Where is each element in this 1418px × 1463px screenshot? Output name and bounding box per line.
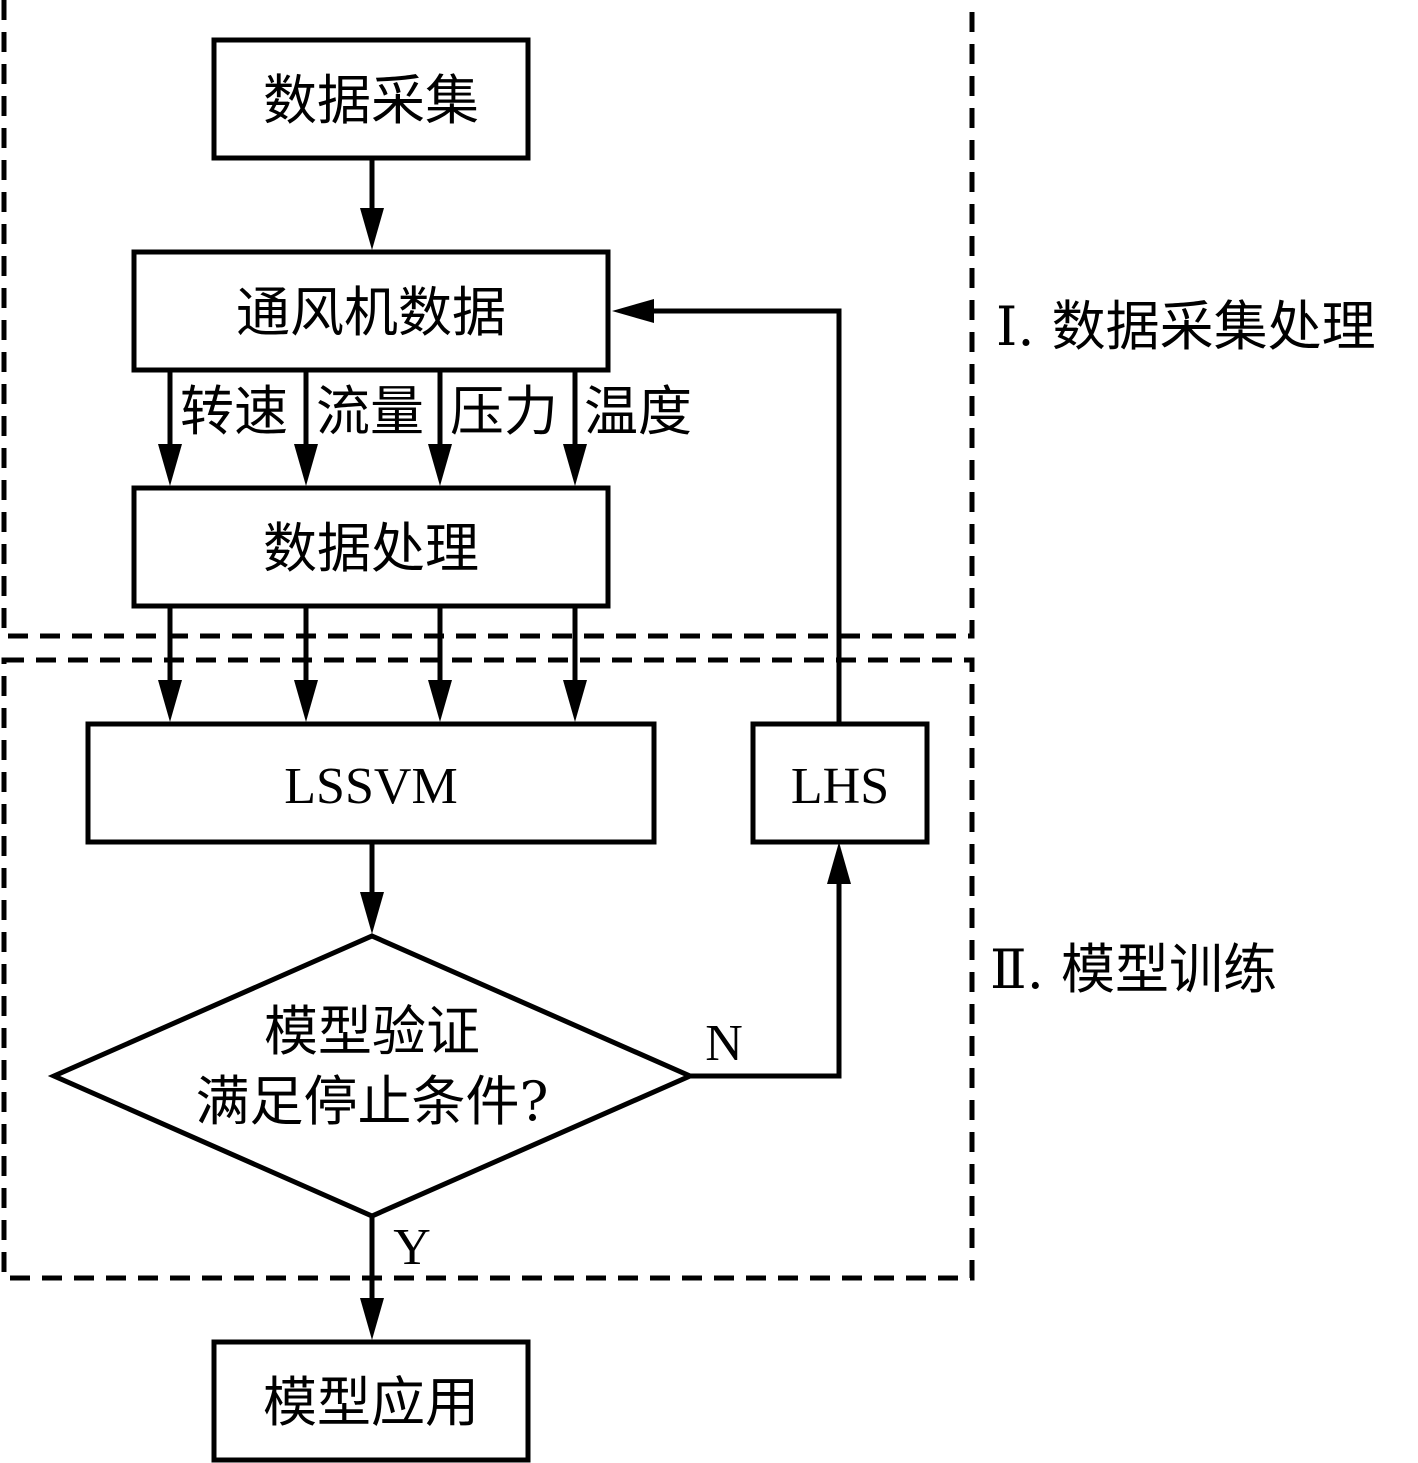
node-data-collection: 数据采集 [211,37,531,161]
arrowhead [294,680,318,722]
signal-label-pressure: 压力 [450,380,558,443]
arrowhead [563,444,587,486]
node-decision-line2: 满足停止条件? [196,1070,549,1133]
node-fan-data-label: 通风机数据 [236,281,506,344]
region1-label: Ⅰ. 数据采集处理 [996,295,1376,358]
node-data-collection-label: 数据采集 [263,69,479,132]
node-lssvm-label: LSSVM [284,758,457,815]
arrowhead [294,444,318,486]
branch-label-no: N [705,1015,743,1072]
node-lssvm: LSSVM [85,721,657,845]
node-lhs: LHS [750,721,930,845]
signal-label-speed: 转速 [180,380,288,443]
arrow-decision-to-lhs [690,880,842,1079]
signal-labels: 转速 流量 压力 温度 [180,380,692,443]
arrowhead [428,680,452,722]
node-decision-line1: 模型验证 [264,1000,480,1063]
node-fan-data: 通风机数据 [131,249,611,373]
region-boundaries [1,0,975,1281]
arrowhead [360,1298,384,1340]
arrowhead [360,892,384,934]
region1-boundary [1,0,975,639]
region2-boundary [1,657,975,1281]
node-decision: 模型验证 满足停止条件? [47,933,697,1219]
arrowhead [612,299,654,323]
arrow-lhs-to-fan [650,308,842,724]
node-model-application-label: 模型应用 [263,1371,479,1434]
connectors [158,158,851,1340]
arrowhead [428,444,452,486]
node-data-processing-label: 数据处理 [263,517,479,580]
arrowhead [360,208,384,250]
node-data-processing: 数据处理 [131,485,611,609]
arrowhead [563,680,587,722]
signal-label-temperature: 温度 [584,380,692,443]
arrowhead [827,842,851,884]
signal-label-flow: 流量 [316,380,424,443]
region2-label: Ⅱ. 模型训练 [990,938,1277,1001]
arrowhead [158,444,182,486]
branch-label-yes: Y [393,1219,431,1276]
arrowhead [158,680,182,722]
node-model-application: 模型应用 [211,1339,531,1463]
node-lhs-label: LHS [791,758,889,815]
